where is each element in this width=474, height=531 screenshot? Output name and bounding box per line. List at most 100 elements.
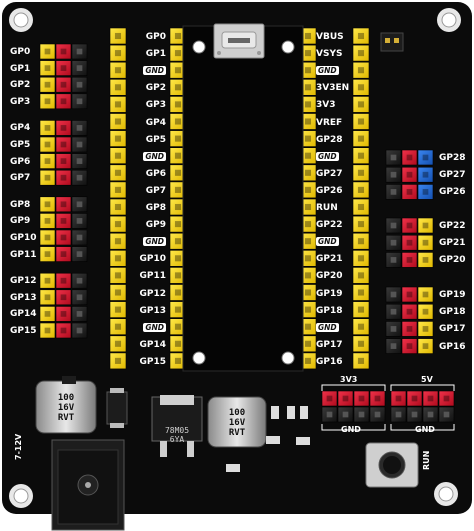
left-header-signal-pin[interactable]: [39, 246, 56, 262]
pico-left-header-pin[interactable]: [169, 181, 187, 199]
right-long-header-pin[interactable]: [352, 130, 370, 147]
dc-power-jack[interactable]: [51, 439, 125, 531]
left-header-signal-pin[interactable]: [39, 93, 56, 110]
power-gnd-pin[interactable]: [321, 406, 338, 423]
left-header-ground-pin[interactable]: [71, 93, 88, 110]
left-header-signal-pin[interactable]: [39, 120, 56, 136]
pico-left-header-pin[interactable]: [169, 250, 187, 267]
pico-left-header-pin[interactable]: [169, 284, 187, 301]
right-long-header-pin[interactable]: [352, 147, 370, 164]
right-header-ground-pin[interactable]: [385, 338, 402, 354]
left-header-power-pin[interactable]: [55, 289, 72, 306]
left-long-header-pin[interactable]: [109, 79, 127, 96]
power-gnd-pin[interactable]: [353, 406, 370, 423]
left-header-signal-pin[interactable]: [39, 169, 56, 186]
left-header-power-pin[interactable]: [55, 120, 72, 136]
right-long-header-pin[interactable]: [352, 113, 370, 130]
right-header-signal-pin[interactable]: [417, 166, 434, 183]
left-long-header-pin[interactable]: [109, 147, 127, 164]
left-header-ground-pin[interactable]: [71, 289, 88, 306]
left-header-ground-pin[interactable]: [71, 306, 88, 322]
right-long-header-pin[interactable]: [352, 232, 370, 250]
right-header-ground-pin[interactable]: [385, 149, 402, 166]
right-header-power-pin[interactable]: [401, 234, 418, 251]
left-header-power-pin[interactable]: [55, 213, 72, 229]
right-long-header-pin[interactable]: [352, 181, 370, 199]
pico-right-header-pin[interactable]: [299, 301, 317, 318]
left-header-signal-pin[interactable]: [39, 196, 56, 213]
left-long-header-pin[interactable]: [109, 301, 127, 318]
right-long-header-pin[interactable]: [352, 164, 370, 182]
pico-left-header-pin[interactable]: [169, 44, 187, 62]
right-header-signal-pin[interactable]: [417, 286, 434, 303]
left-long-header-pin[interactable]: [109, 352, 127, 370]
right-long-header-pin[interactable]: [352, 250, 370, 267]
left-header-signal-pin[interactable]: [39, 76, 56, 93]
power-gnd-pin[interactable]: [422, 406, 439, 423]
power-gnd-pin[interactable]: [369, 406, 386, 423]
left-long-header-pin[interactable]: [109, 96, 127, 113]
left-long-header-pin[interactable]: [109, 113, 127, 130]
power-3v3-pin[interactable]: [321, 390, 338, 407]
power-5v-pin[interactable]: [438, 390, 455, 407]
left-header-ground-pin[interactable]: [71, 136, 88, 153]
right-long-header-pin[interactable]: [352, 215, 370, 233]
pico-left-header-pin[interactable]: [169, 301, 187, 318]
left-header-ground-pin[interactable]: [71, 120, 88, 136]
right-header-signal-pin[interactable]: [417, 303, 434, 320]
right-long-header-pin[interactable]: [352, 284, 370, 301]
left-header-power-pin[interactable]: [55, 93, 72, 110]
left-header-signal-pin[interactable]: [39, 43, 56, 60]
left-long-header-pin[interactable]: [109, 250, 127, 267]
left-header-ground-pin[interactable]: [71, 76, 88, 93]
left-header-ground-pin[interactable]: [71, 322, 88, 339]
micro-usb-port[interactable]: [213, 23, 265, 59]
left-header-power-pin[interactable]: [55, 246, 72, 262]
pico-right-header-pin[interactable]: [299, 284, 317, 301]
power-gnd-pin[interactable]: [390, 406, 407, 423]
left-long-header-pin[interactable]: [109, 181, 127, 199]
power-5v-pin[interactable]: [422, 390, 439, 407]
power-5v-pin[interactable]: [390, 390, 407, 407]
pico-right-header-pin[interactable]: [299, 352, 317, 370]
left-header-ground-pin[interactable]: [71, 246, 88, 262]
left-header-signal-pin[interactable]: [39, 289, 56, 306]
left-long-header-pin[interactable]: [109, 318, 127, 336]
right-header-ground-pin[interactable]: [385, 303, 402, 320]
power-3v3-pin[interactable]: [353, 390, 370, 407]
right-long-header-pin[interactable]: [352, 96, 370, 113]
left-header-power-pin[interactable]: [55, 306, 72, 322]
right-header-signal-pin[interactable]: [417, 184, 434, 200]
right-header-ground-pin[interactable]: [385, 234, 402, 251]
left-header-power-pin[interactable]: [55, 169, 72, 186]
right-header-power-pin[interactable]: [401, 217, 418, 234]
right-long-header-pin[interactable]: [352, 267, 370, 284]
left-long-header-pin[interactable]: [109, 267, 127, 284]
right-header-signal-pin[interactable]: [417, 234, 434, 251]
right-long-header-pin[interactable]: [352, 335, 370, 353]
left-long-header-pin[interactable]: [109, 27, 127, 45]
left-long-header-pin[interactable]: [109, 164, 127, 182]
left-header-signal-pin[interactable]: [39, 306, 56, 322]
power-3v3-pin[interactable]: [369, 390, 386, 407]
left-long-header-pin[interactable]: [109, 232, 127, 250]
left-header-power-pin[interactable]: [55, 60, 72, 76]
left-long-header-pin[interactable]: [109, 284, 127, 301]
left-header-signal-pin[interactable]: [39, 213, 56, 229]
right-long-header-pin[interactable]: [352, 44, 370, 62]
left-long-header-pin[interactable]: [109, 130, 127, 147]
power-gnd-pin[interactable]: [438, 406, 455, 423]
power-gnd-pin[interactable]: [337, 406, 354, 423]
right-header-power-pin[interactable]: [401, 252, 418, 268]
left-header-signal-pin[interactable]: [39, 322, 56, 339]
left-header-power-pin[interactable]: [55, 76, 72, 93]
run-button[interactable]: [365, 442, 419, 488]
left-header-power-pin[interactable]: [55, 272, 72, 289]
pico-right-header-pin[interactable]: [299, 27, 317, 45]
right-header-power-pin[interactable]: [401, 303, 418, 320]
left-header-power-pin[interactable]: [55, 136, 72, 153]
left-header-signal-pin[interactable]: [39, 60, 56, 76]
right-long-header-pin[interactable]: [352, 61, 370, 79]
left-header-ground-pin[interactable]: [71, 196, 88, 213]
left-header-power-pin[interactable]: [55, 153, 72, 169]
